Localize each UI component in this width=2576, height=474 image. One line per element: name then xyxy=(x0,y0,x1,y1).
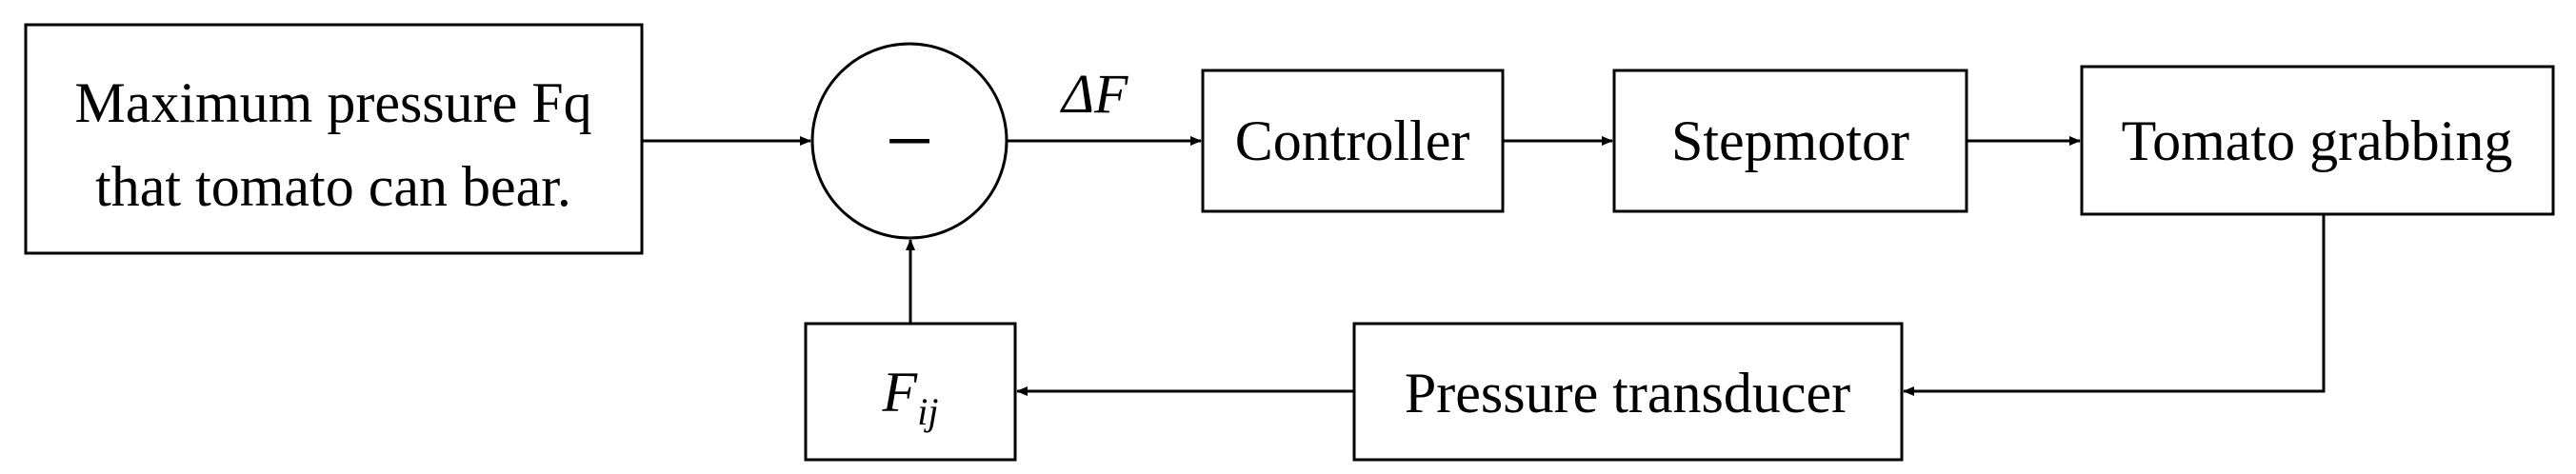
tomato-grabbing-label: Tomato grabbing xyxy=(2122,109,2513,172)
pressure-transducer-block: Pressure transducer xyxy=(1352,322,1904,462)
minus-sign: − xyxy=(886,94,934,188)
input-block-label-line2: that tomato can bear. xyxy=(95,155,571,218)
stepmotor-label: Stepmotor xyxy=(1671,109,1909,172)
pressure-transducer-label: Pressure transducer xyxy=(1405,362,1850,425)
error-signal-label: ΔF xyxy=(1060,63,1128,125)
feedback-label-subscript: ij xyxy=(917,390,938,433)
summing-junction: − xyxy=(810,42,1008,240)
arrow-tomato-to-transducer xyxy=(1903,214,2326,396)
controller-label: Controller xyxy=(1235,109,1470,172)
stepmotor-block: Stepmotor xyxy=(1612,69,1968,213)
feedback-label-base: F xyxy=(882,361,919,424)
feedback-label: Fij xyxy=(882,361,939,433)
input-block-label-line1: Maximum pressure Fq xyxy=(74,71,591,134)
feedback-block: Fij xyxy=(804,322,1017,462)
tomato-grabbing-block: Tomato grabbing xyxy=(2080,65,2555,216)
input-block: Maximum pressure Fq that tomato can bear… xyxy=(24,23,644,255)
controller-block: Controller xyxy=(1201,69,1505,213)
